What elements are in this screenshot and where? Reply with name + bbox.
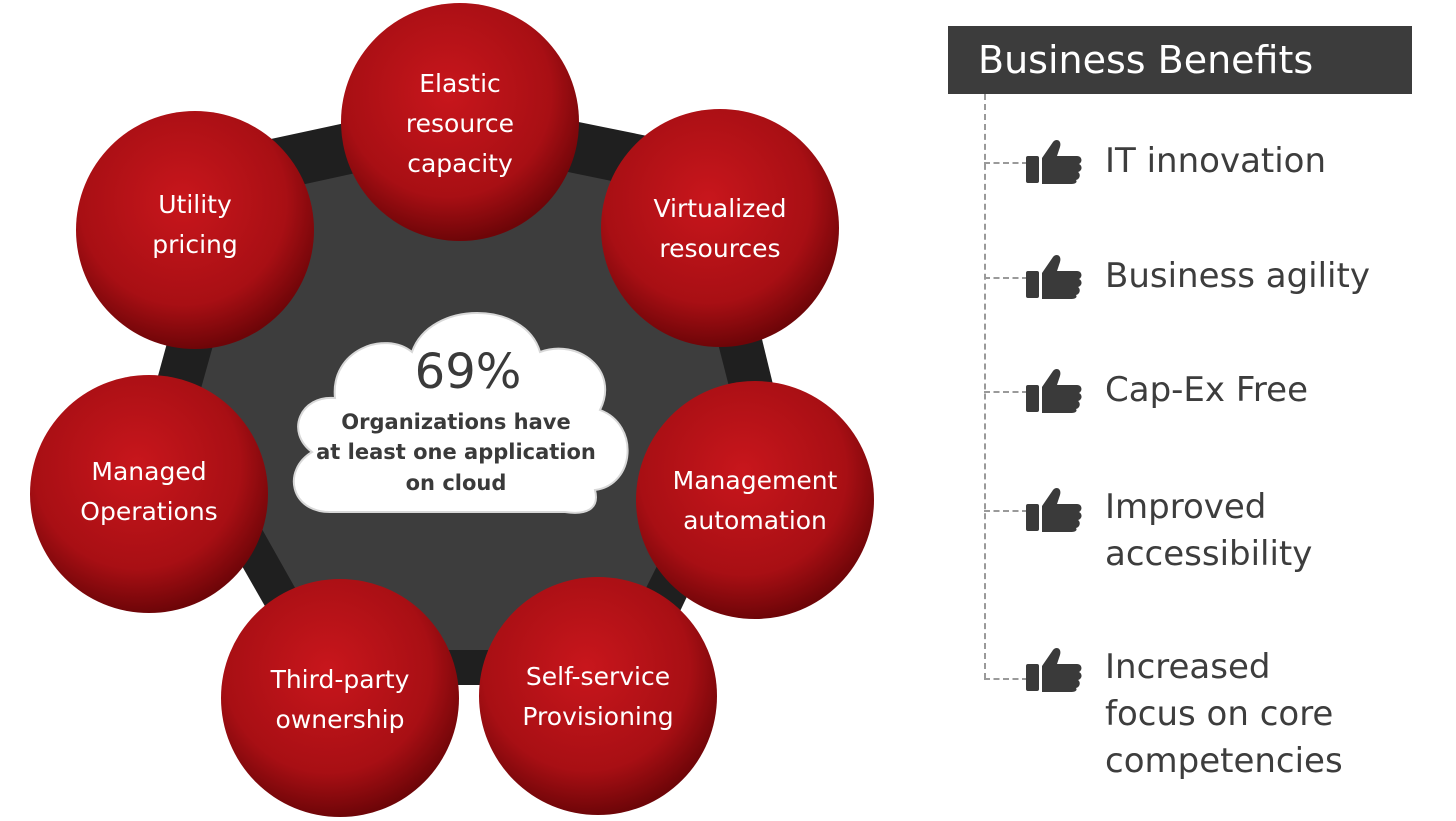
bubble-circle [30,375,268,613]
benefit-label-line: IT innovation [1105,141,1327,181]
benefit-label: Business agility [1105,253,1370,300]
bubble-line: capacity [407,149,513,178]
business-benefits-title: Business Benefits [948,26,1412,94]
bubble-circle [341,3,579,241]
bubble-line: Managed [91,457,206,486]
bubble-line: resource [406,109,514,138]
bubble-line: pricing [152,230,238,259]
bubble-circle [601,109,839,347]
bubble-line: ownership [276,705,405,734]
benefit-label: Cap-Ex Free [1105,367,1308,414]
cloud-percent: 69% [415,344,522,400]
benefit-label-line: focus on core [1105,694,1334,734]
benefit-label: Improved accessibility [1105,484,1312,578]
benefit-label-line: accessibility [1105,534,1313,574]
thumbs-up-icon [1026,487,1082,532]
bubble-circle [76,111,314,349]
benefit-connector [984,391,1028,393]
benefit-connector [984,277,1028,279]
business-benefits-panel: Business Benefits IT innovation Business… [948,26,1418,816]
bubble-managed-operations: Managed Operations [30,375,268,613]
bubble-line: Management [673,466,838,495]
benefit-connector [984,510,1028,512]
bubble-line: Self-service [526,662,670,691]
bubble-line: resources [659,234,780,263]
thumbs-up-icon [1026,254,1082,299]
cloud-line-1: Organizations have [341,410,570,434]
bubble-management-automation: Management automation [636,381,874,619]
benefit-connector [984,162,1028,164]
bubble-circle [636,381,874,619]
center-cloud: 69% Organizations have at least one appl… [293,312,629,514]
benefits-connector-trunk [984,94,986,679]
benefit-connector [984,678,1028,680]
bubble-line: Utility [158,190,232,219]
bubble-circle [221,579,459,817]
cloud-shape [293,312,629,514]
benefit-label-line: Business agility [1105,256,1370,296]
bubble-line: Provisioning [522,702,673,731]
bubble-utility-pricing: Utility pricing [76,111,314,349]
bubble-self-service-provisioning: Self-service Provisioning [479,577,717,815]
bubble-third-party-ownership: Third-party ownership [221,579,459,817]
thumbs-up-icon [1026,368,1082,413]
thumbs-up-icon [1026,647,1082,692]
bubble-line: automation [683,506,827,535]
benefit-label: Increased focus on core competencies [1105,644,1343,785]
bubble-elastic-resource-capacity: Elastic resource capacity [341,3,579,241]
bubble-line: Elastic [419,69,501,98]
bubble-line: Third-party [270,665,410,694]
thumbs-up-icon [1026,139,1082,184]
benefit-label-line: competencies [1105,741,1343,781]
benefit-label: IT innovation [1105,138,1326,185]
cloud-features-diagram: 69% Organizations have at least one appl… [30,3,874,817]
cloud-line-3: on cloud [406,471,507,495]
benefit-label-line: Increased [1105,647,1271,687]
benefit-label-line: Cap-Ex Free [1105,370,1308,410]
benefit-label-line: Improved [1105,487,1267,527]
bubble-circle [479,577,717,815]
cloud-line-2: at least one application [316,440,596,464]
bubble-virtualized-resources: Virtualized resources [601,109,839,347]
bubble-line: Virtualized [653,194,786,223]
bubble-line: Operations [80,497,217,526]
